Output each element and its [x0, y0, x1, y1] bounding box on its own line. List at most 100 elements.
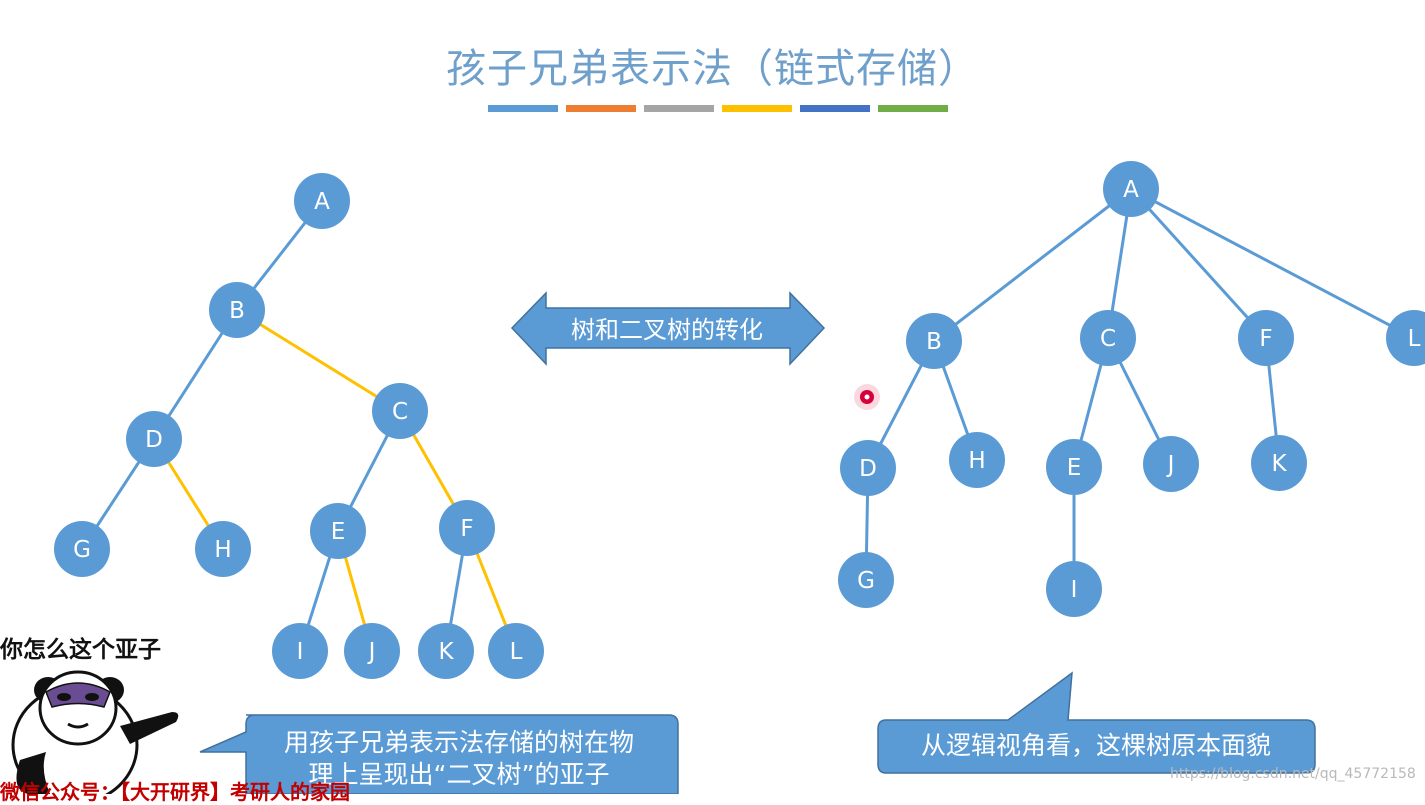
right-tree-node-e-label: E: [1067, 455, 1082, 481]
left-tree-node-i-label: I: [297, 639, 304, 665]
right-edge-a-f: [1129, 187, 1268, 340]
left-tree-node-h: H: [195, 521, 251, 577]
left-tree-node-g-label: G: [73, 537, 91, 563]
callout-left-line1: 用孩子兄弟表示法存储的树在物: [284, 728, 634, 757]
right-tree-node-b: B: [906, 313, 962, 369]
right-tree-node-i-circle: [1046, 561, 1102, 617]
right-tree-node-a: A: [1103, 161, 1159, 217]
right-tree-edges: [864, 187, 1415, 589]
left-tree-node-g: G: [54, 521, 110, 577]
right-tree-node-h: H: [949, 432, 1005, 488]
left-tree-node-b-circle: [209, 282, 265, 338]
title-bar-2: [566, 105, 636, 112]
right-tree-node-l-circle: [1386, 310, 1425, 366]
left-tree-node-e-circle: [310, 503, 366, 559]
title-bar-6: [878, 105, 948, 112]
left-tree-node-l-label: L: [510, 639, 523, 665]
left-tree-node-d: D: [126, 411, 182, 467]
right-tree-node-i: I: [1046, 561, 1102, 617]
left-tree-node-h-label: H: [214, 537, 231, 563]
left-tree-node-b-label: B: [229, 298, 245, 324]
right-tree-node-a-circle: [1103, 161, 1159, 217]
right-tree-node-i-label: I: [1071, 577, 1078, 603]
right-tree-node-g: G: [838, 552, 894, 608]
left-tree-node-a-label: A: [314, 189, 330, 215]
callout-left-line2: 理上呈现出“二叉树”的亚子: [309, 760, 610, 789]
callout-right-text: 从逻辑视角看，这棵树原本面貌: [921, 731, 1271, 760]
laser-pointer: [854, 384, 880, 410]
right-tree-node-a-label: A: [1123, 177, 1139, 203]
left-tree-node-g-circle: [54, 521, 110, 577]
left-tree-node-f: F: [439, 500, 495, 556]
meme-caption: 你怎么这个亚子: [0, 637, 161, 663]
right-tree-node-c-label: C: [1100, 326, 1116, 352]
right-tree-node-l-label: L: [1408, 326, 1421, 352]
left-tree-node-j-circle: [344, 623, 400, 679]
left-tree-node-e: E: [310, 503, 366, 559]
conversion-arrow: 树和二叉树的转化: [510, 291, 826, 366]
title-bar-1: [488, 105, 558, 112]
title-underline-bars: [488, 105, 948, 112]
right-tree-node-d-circle: [840, 440, 896, 496]
right-tree-node-c-circle: [1080, 310, 1136, 366]
left-sibling-edge-b-c: [236, 308, 401, 413]
right-tree-node-e-circle: [1046, 439, 1102, 495]
left-tree-nodes: A B C D E F G H I J K L: [54, 173, 544, 679]
right-tree-node-c: C: [1080, 310, 1136, 366]
right-tree-node-j-circle: [1143, 436, 1199, 492]
left-tree-node-j: J: [344, 623, 400, 679]
left-tree-node-l: L: [488, 623, 544, 679]
title-bar-5: [800, 105, 870, 112]
right-tree-node-j-label: J: [1166, 452, 1175, 478]
left-tree-node-h-circle: [195, 521, 251, 577]
left-tree-node-e-label: E: [331, 519, 346, 545]
right-tree-node-l: L: [1386, 310, 1425, 366]
right-tree-node-f: F: [1238, 310, 1294, 366]
right-tree-node-j: J: [1143, 436, 1199, 492]
right-tree-node-b-label: B: [926, 329, 942, 355]
title-bar-4: [722, 105, 792, 112]
right-tree-node-d-label: D: [859, 456, 877, 482]
left-tree-node-l-circle: [488, 623, 544, 679]
left-tree-node-b: B: [209, 282, 265, 338]
right-tree-node-g-circle: [838, 552, 894, 608]
right-tree-node-k: K: [1251, 435, 1307, 491]
right-tree-node-b-circle: [906, 313, 962, 369]
right-tree-node-h-label: H: [968, 448, 985, 474]
watermark: https://blog.csdn.net/qq_45772158: [1170, 766, 1416, 782]
right-tree-node-f-circle: [1238, 310, 1294, 366]
callout-left: 用孩子兄弟表示法存储的树在物 理上呈现出“二叉树”的亚子: [199, 714, 679, 794]
bottom-promo-text: 微信公众号：【大开研界】考研人的家园: [0, 780, 350, 804]
left-tree-node-k: K: [418, 623, 474, 679]
left-tree-node-d-circle: [126, 411, 182, 467]
callout-left-bubble: [199, 714, 679, 794]
left-tree-node-d-label: D: [145, 427, 163, 453]
left-tree-node-j-label: J: [367, 639, 376, 665]
left-tree-node-i: I: [272, 623, 328, 679]
right-tree-nodes: A B C F L D H E J K G I: [838, 161, 1425, 617]
right-edge-a-l: [1130, 187, 1415, 340]
right-tree-node-d: D: [840, 440, 896, 496]
right-edge-a-b: [933, 187, 1132, 343]
left-tree-node-c: C: [372, 383, 428, 439]
right-tree-node-e: E: [1046, 439, 1102, 495]
double-arrow-shape: [510, 291, 826, 366]
left-tree-node-a-circle: [294, 173, 350, 229]
left-tree-node-c-circle: [372, 383, 428, 439]
left-tree-node-i-circle: [272, 623, 328, 679]
callout-right: 从逻辑视角看，这棵树原本面貌: [877, 671, 1316, 774]
left-tree-node-f-label: F: [460, 516, 473, 542]
right-tree-node-h-circle: [949, 432, 1005, 488]
right-tree-node-g-label: G: [857, 568, 875, 594]
title-bar-3: [644, 105, 714, 112]
arrow-label: 树和二叉树的转化: [571, 316, 763, 344]
callout-right-bubble: [877, 671, 1316, 774]
panda-meme: [11, 670, 179, 794]
left-tree-node-a: A: [294, 173, 350, 229]
left-tree-node-c-label: C: [392, 399, 408, 425]
slide-title: 孩子兄弟表示法（链式存储）: [446, 46, 979, 92]
left-tree-node-k-circle: [418, 623, 474, 679]
left-tree-node-f-circle: [439, 500, 495, 556]
